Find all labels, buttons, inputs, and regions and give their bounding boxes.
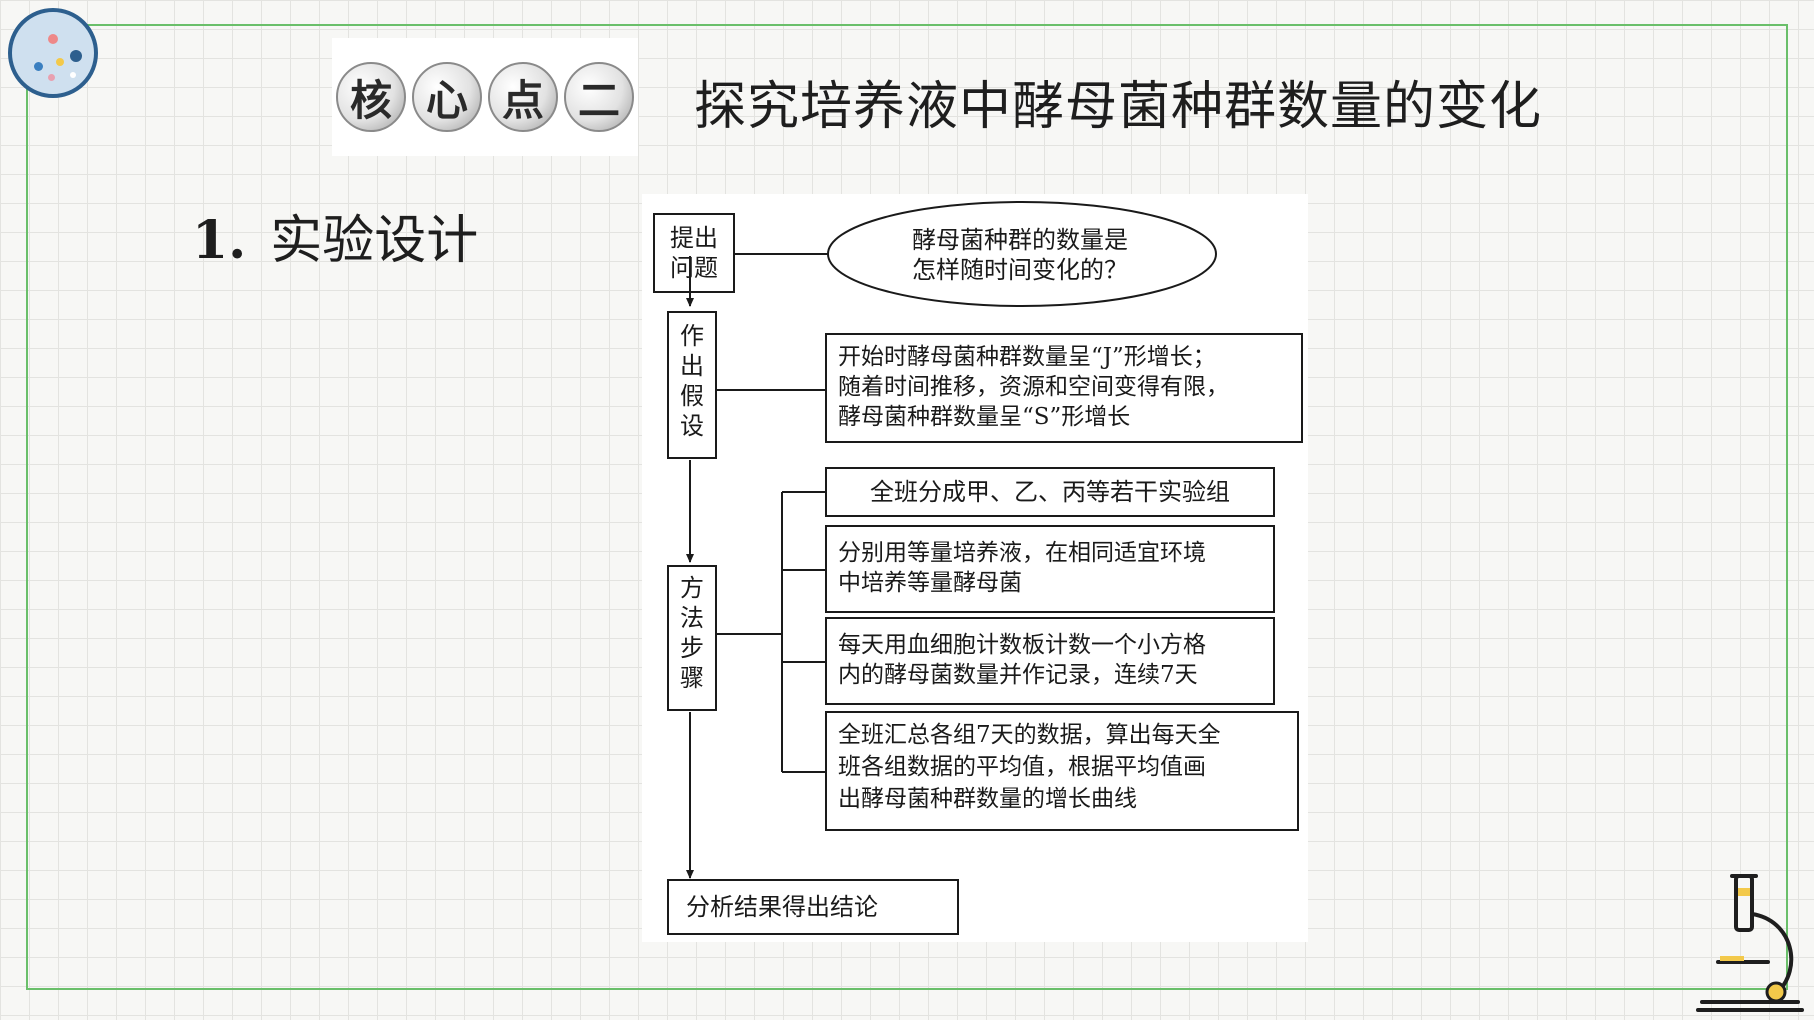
- question-label-box: [653, 213, 735, 293]
- badge-char: 核: [336, 62, 406, 132]
- method-step-box: [825, 711, 1299, 831]
- conclusion-box: [667, 879, 959, 935]
- hypothesis-label-box: [667, 311, 717, 459]
- slide-title: 探究培养液中酵母菌种群数量的变化: [694, 77, 1543, 137]
- flowchart-canvas: 提出 问题 酵母菌种群的数量是 怎样随时间变化的？ 作 出 假 设 开始时酵母菌…: [653, 201, 1303, 935]
- conclusion-text: 分析结果得出结论: [686, 893, 878, 921]
- badge-char: 点: [488, 62, 558, 132]
- badge-char: 心: [412, 62, 482, 132]
- method-label-char: 步: [680, 634, 704, 662]
- flowchart: 提出 问题 酵母菌种群的数量是 怎样随时间变化的？ 作 出 假 设 开始时酵母菌…: [642, 194, 1308, 942]
- hypothesis-label-char: 出: [680, 352, 704, 380]
- hypothesis-text-line: 酵母菌种群数量呈“S”形增长: [838, 404, 1130, 430]
- method-step-line: 分别用等量培养液，在相同适宜环境: [838, 540, 1206, 566]
- hypothesis-box: [825, 333, 1303, 443]
- section-number: 1.: [192, 210, 247, 271]
- method-step-line: 全班汇总各组7天的数据，算出每天全: [838, 722, 1221, 748]
- question-ellipse: [827, 201, 1217, 307]
- hypothesis-text-line: 随着时间推移，资源和空间变得有限，: [838, 374, 1229, 400]
- hypothesis-label-char: 设: [680, 412, 704, 440]
- question-text-line: 怎样随时间变化的？: [912, 256, 1128, 284]
- hypothesis-label-char: 作: [680, 322, 704, 350]
- method-step-line: 每天用血细胞计数板计数一个小方格: [838, 632, 1206, 658]
- method-step-line: 出酵母菌种群数量的增长曲线: [838, 786, 1137, 812]
- hypothesis-label-char: 假: [680, 382, 704, 410]
- method-step-line: 内的酵母菌数量并作记录，连续7天: [838, 662, 1198, 688]
- method-step-line: 全班分成甲、乙、丙等若干实验组: [870, 478, 1230, 506]
- section-label: 实验设计: [270, 211, 479, 271]
- core-point-badge: 核 心 点 二: [332, 38, 638, 156]
- method-label-box: [667, 565, 717, 711]
- question-text-line: 酵母菌种群的数量是: [912, 226, 1128, 254]
- slide-frame: [26, 24, 1788, 990]
- microscope-icon: [1696, 874, 1804, 1012]
- method-step-box: [825, 467, 1275, 517]
- method-step-line: 班各组数据的平均值，根据平均值画: [838, 754, 1206, 780]
- question-label-line: 问题: [670, 254, 718, 282]
- method-step-box: [825, 617, 1275, 705]
- method-step-box: [825, 525, 1275, 613]
- question-label-line: 提出: [670, 224, 718, 252]
- method-label-char: 方: [680, 574, 704, 602]
- method-label-char: 法: [680, 604, 704, 632]
- petri-dish-icon: [8, 8, 98, 98]
- badge-char: 二: [564, 62, 634, 132]
- method-step-line: 中培养等量酵母菌: [838, 570, 1022, 596]
- method-label-char: 骤: [680, 664, 704, 692]
- hypothesis-text-line: 开始时酵母菌种群数量呈“J”形增长；: [838, 344, 1216, 370]
- section-heading: 1. 实验设计: [192, 198, 478, 273]
